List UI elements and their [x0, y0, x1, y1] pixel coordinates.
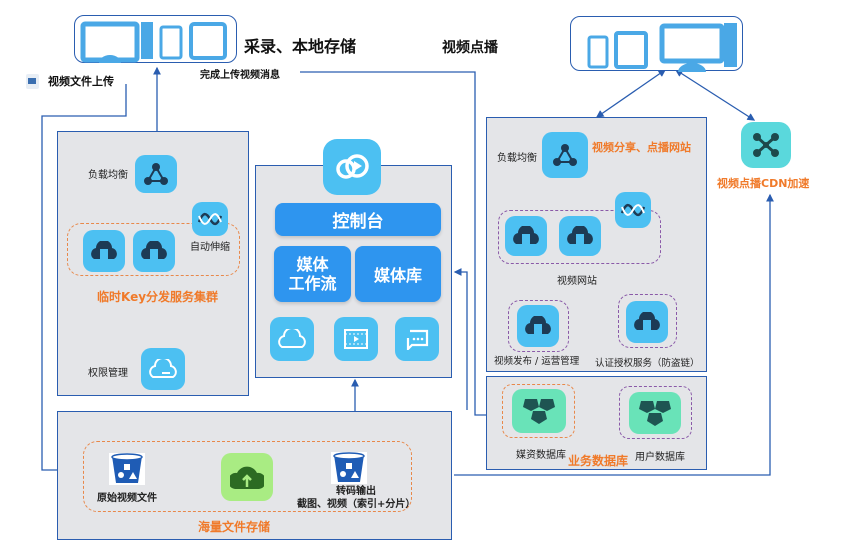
raw-video-label: 原始视频文件	[97, 493, 157, 504]
vod-service-logo	[323, 139, 381, 195]
storage-title: 海量文件存储	[198, 520, 271, 534]
key-cluster-group	[67, 223, 240, 276]
load-balancer-icon	[144, 163, 168, 185]
cloud-server-icon	[634, 312, 660, 330]
cloud-play-icon	[336, 154, 369, 179]
cloud-upload-icon	[230, 466, 264, 489]
upload-label: 视频文件上传	[48, 75, 114, 88]
console-button[interactable]: 控制台	[275, 203, 441, 236]
cloud-icon	[278, 329, 306, 348]
permission-label: 权限管理	[88, 368, 128, 379]
key-server-2[interactable]	[133, 230, 175, 272]
cdn-node[interactable]	[741, 122, 791, 168]
cloud-server-icon	[513, 226, 539, 244]
media-library-button[interactable]: 媒体库	[355, 246, 441, 302]
storage-service[interactable]	[221, 453, 273, 501]
media-database[interactable]	[512, 389, 566, 433]
cloud-server-icon	[567, 226, 593, 244]
output-label: 转码输出	[336, 486, 376, 497]
cloud-key-icon	[149, 359, 177, 378]
site-server-2[interactable]	[559, 216, 601, 256]
bucket-icon	[333, 452, 365, 482]
viewer-devices	[570, 16, 743, 72]
console-message-tile[interactable]	[395, 317, 439, 361]
output-bucket[interactable]	[331, 452, 367, 484]
site-server-1[interactable]	[505, 216, 547, 256]
load-balancer-icon	[553, 144, 577, 166]
publish-group	[508, 300, 569, 352]
autoscale-wave-icon	[621, 203, 645, 217]
cdn-label: 视频点播CDN加速	[717, 177, 810, 190]
autoscale-label: 自动伸缩	[190, 242, 230, 253]
vod-title: 视频点播	[442, 40, 498, 56]
key-autoscale[interactable]	[192, 202, 228, 236]
capture-title: 采录、本地存储	[244, 37, 357, 56]
media-db-label: 媒资数据库	[516, 450, 566, 461]
upload-done-label: 完成上传视频消息	[200, 70, 280, 81]
cloud-server-icon	[141, 241, 167, 259]
key-load-balance-label: 负载均衡	[88, 170, 128, 181]
auth-server[interactable]	[626, 301, 668, 343]
phone-tablet-desktop-icons	[587, 23, 737, 72]
website-title: 视频分享、点播网站	[592, 141, 691, 154]
site-load-balance-label: 负载均衡	[497, 153, 537, 164]
message-icon	[406, 329, 429, 350]
publish-server[interactable]	[517, 305, 559, 347]
site-server-group	[498, 210, 661, 264]
database-hex-icon	[639, 401, 671, 426]
output-detail-label: 截图、视频（索引+分片）	[297, 499, 416, 510]
site-label: 视频网站	[557, 276, 597, 287]
cloud-server-icon	[525, 316, 551, 334]
database-hex-icon	[523, 399, 555, 424]
user-db-label: 用户数据库	[635, 452, 685, 463]
cdn-network-icon	[753, 133, 779, 157]
media-db-group	[502, 384, 575, 438]
database-title: 业务数据库	[568, 454, 629, 468]
storage-group	[83, 441, 412, 512]
user-database[interactable]	[629, 392, 681, 434]
site-autoscale[interactable]	[615, 192, 651, 228]
user-db-group	[619, 386, 692, 439]
publish-label: 视频发布 / 运营管理	[494, 356, 580, 367]
bucket-icon	[111, 453, 143, 483]
cloud-server-icon	[91, 241, 117, 259]
desktop-laptop-tablet-icons	[80, 21, 227, 63]
film-play-icon	[344, 329, 368, 349]
raw-bucket[interactable]	[109, 453, 145, 485]
key-server-1[interactable]	[83, 230, 125, 272]
autoscale-wave-icon	[198, 212, 222, 226]
media-workflow-button[interactable]: 媒体 工作流	[274, 246, 351, 302]
auth-group	[618, 294, 677, 348]
console-cloud-tile[interactable]	[270, 317, 314, 361]
site-load-balancer[interactable]	[542, 132, 588, 178]
video-file-icon	[26, 74, 39, 89]
console-video-tile[interactable]	[334, 317, 378, 361]
key-cluster-title: 临时Key分发服务集群	[97, 290, 219, 304]
auth-label: 认证授权服务（防盗链）	[595, 358, 700, 369]
permission-management[interactable]	[141, 348, 185, 390]
key-load-balancer[interactable]	[135, 155, 177, 193]
capture-devices	[74, 15, 237, 63]
